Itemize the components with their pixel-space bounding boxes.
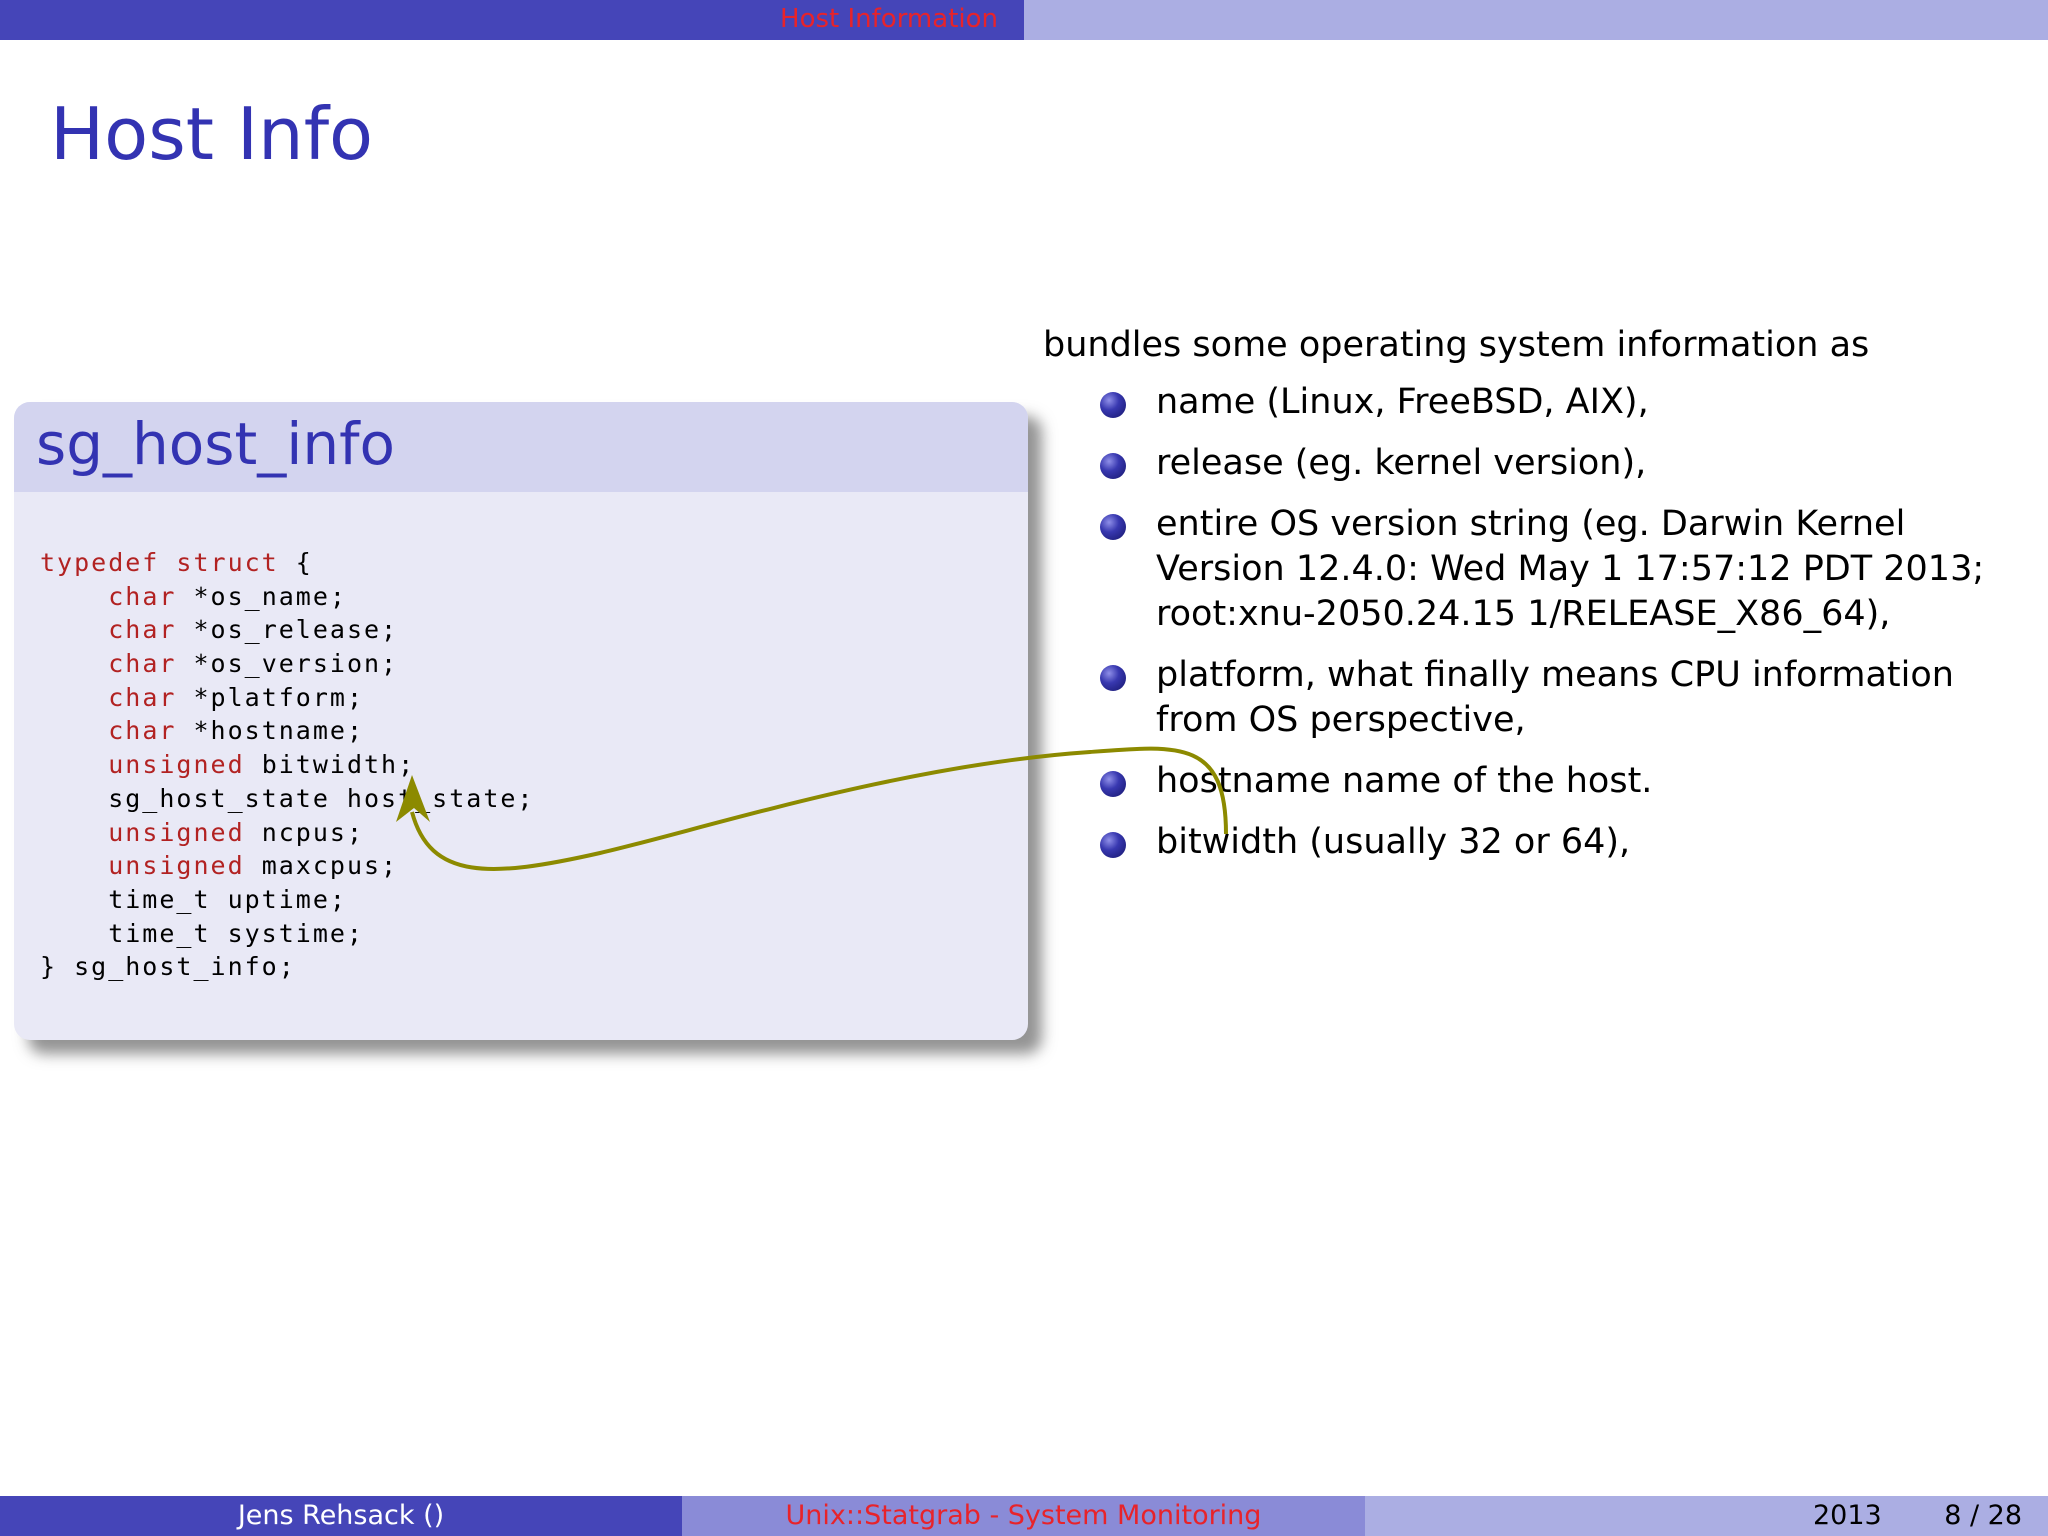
nav-section-link[interactable]: Host Information — [780, 4, 998, 34]
code-text: maxcpus; — [244, 851, 399, 881]
code-text — [40, 818, 108, 847]
code-text: *os_release; — [176, 615, 399, 645]
bullet-item: hostname name of the host. — [1096, 759, 2036, 804]
nav-section-left: Host Information — [0, 0, 1024, 40]
bullet-ball-icon — [1100, 832, 1126, 858]
code-text: { — [278, 548, 313, 577]
bullet-text-line: bitwidth (usually 32 or 64), — [1156, 822, 1631, 862]
footer-year: 2013 — [1813, 1500, 1882, 1531]
intro-text: bundles some operating system informatio… — [1043, 325, 1870, 365]
bullet-text-line: entire OS version string (eg. Darwin Ker… — [1156, 504, 1906, 544]
code-text: sg_host_state host_state; — [40, 783, 535, 813]
code-line: char *os_release; — [40, 613, 535, 647]
bullet-text-line: root:xnu-2050.24.15 1/RELEASE_X86_64), — [1156, 594, 1891, 634]
code-text — [40, 716, 108, 745]
code-line: typedef struct { — [40, 546, 535, 580]
code-line: unsigned maxcpus; — [40, 849, 535, 883]
bullet-text-line: platform, what finally means CPU informa… — [1156, 655, 1954, 695]
bullet-text-line: name (Linux, FreeBSD, AIX), — [1156, 382, 1649, 422]
code-text — [40, 683, 108, 712]
struct-code-listing: typedef struct { char *os_name; char *os… — [40, 546, 535, 984]
top-navigation-bar: Host Information — [0, 0, 2048, 40]
bullet-text-line: Version 12.4.0: Wed May 1 17:57:12 PDT 2… — [1156, 549, 1985, 589]
code-text: *platform; — [176, 682, 365, 712]
footer-meta: 2013 8 / 28 — [1365, 1496, 2048, 1536]
code-text — [40, 649, 108, 678]
code-text — [40, 582, 108, 611]
footer-bar: Jens Rehsack () Unix::Statgrab - System … — [0, 1496, 2048, 1536]
code-text: time_t systime; — [40, 918, 364, 948]
bullet-ball-icon — [1100, 771, 1126, 797]
code-line: } sg_host_info; — [40, 950, 535, 984]
code-text — [40, 851, 108, 880]
code-keyword: unsigned — [108, 750, 245, 780]
code-keyword: char — [108, 682, 177, 712]
bullet-ball-icon — [1100, 453, 1126, 479]
code-keyword: char — [108, 615, 177, 645]
code-text: time_t uptime; — [40, 884, 347, 914]
bullet-item: entire OS version string (eg. Darwin Ker… — [1096, 502, 2036, 637]
bullet-ball-icon — [1100, 392, 1126, 418]
bullet-item: bitwidth (usually 32 or 64), — [1096, 820, 2036, 865]
bullet-item: release (eg. kernel version), — [1096, 441, 2036, 486]
code-block: sg_host_info typedef struct { char *os_n… — [14, 402, 1028, 1040]
bullet-ball-icon — [1100, 514, 1126, 540]
code-line: char *os_name; — [40, 580, 535, 614]
code-text — [40, 615, 108, 644]
code-text: ncpus; — [244, 817, 364, 847]
code-line: time_t systime; — [40, 917, 535, 951]
code-keyword: struct — [176, 548, 279, 577]
code-keyword: unsigned — [108, 817, 245, 847]
footer-page-number: 8 / 28 — [1944, 1500, 2022, 1531]
footer-author: Jens Rehsack () — [0, 1496, 682, 1536]
code-text: *os_version; — [176, 649, 399, 679]
code-line: unsigned ncpus; — [40, 816, 535, 850]
code-keyword: typedef — [40, 548, 160, 577]
code-text — [159, 548, 176, 577]
block-title: sg_host_info — [14, 402, 1028, 492]
code-line: sg_host_state host_state; — [40, 782, 535, 816]
bullet-ball-icon — [1100, 665, 1126, 691]
code-keyword: unsigned — [108, 851, 245, 881]
code-line: char *os_version; — [40, 647, 535, 681]
code-text: bitwidth; — [244, 750, 416, 780]
bullet-item: name (Linux, FreeBSD, AIX), — [1096, 380, 2036, 425]
code-keyword: char — [108, 649, 177, 679]
page-title: Host Info — [50, 92, 374, 176]
code-line: char *hostname; — [40, 714, 535, 748]
bullet-text-line: from OS perspective, — [1156, 700, 1526, 740]
bullet-text-line: release (eg. kernel version), — [1156, 443, 1647, 483]
code-text: } sg_host_info; — [40, 952, 296, 982]
nav-section-right — [1024, 0, 2048, 40]
code-text: *hostname; — [176, 716, 365, 746]
footer-talk-title[interactable]: Unix::Statgrab - System Monitoring — [682, 1496, 1365, 1536]
bullet-text-line: hostname name of the host. — [1156, 761, 1653, 801]
code-text: *os_name; — [176, 581, 347, 611]
code-line: time_t uptime; — [40, 883, 535, 917]
code-text — [40, 750, 108, 779]
info-bullet-list: name (Linux, FreeBSD, AIX), release (eg. … — [1096, 380, 2036, 881]
code-line: unsigned bitwidth; — [40, 748, 535, 782]
code-keyword: char — [108, 716, 177, 746]
code-line: char *platform; — [40, 681, 535, 715]
code-keyword: char — [108, 581, 177, 611]
bullet-item: platform, what finally means CPU informa… — [1096, 653, 2036, 743]
